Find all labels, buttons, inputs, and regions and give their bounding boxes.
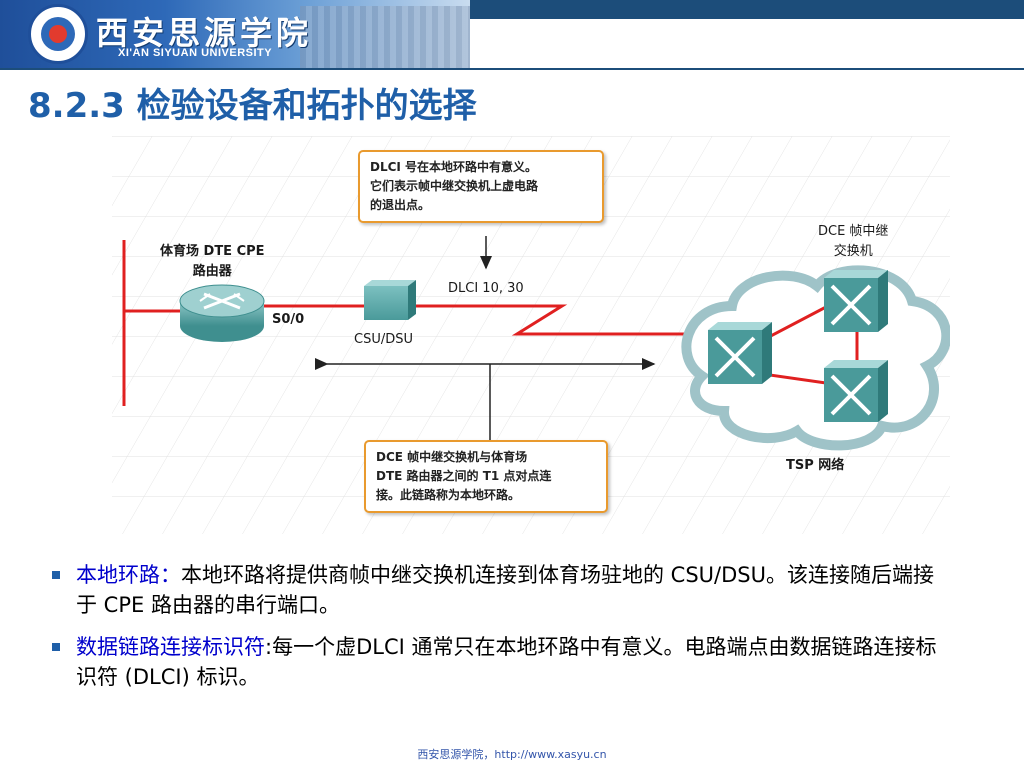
- bullet-dlci: 数据链路连接标识符:每一个虚DLCI 通常只在本地环路中有意义。电路端点由数据链…: [46, 632, 946, 692]
- bullet-text: 本地环路将提供商帧中继交换机连接到体育场驻地的 CSU/DSU。该连接随后端接于…: [76, 563, 934, 617]
- bullet-text: :每一个虚DLCI 通常只在本地环路中有意义。电路端点由数据链路连接标识符 (D…: [76, 635, 937, 689]
- bullet-square-icon: [52, 643, 60, 651]
- csu-dsu-label: CSU/DSU: [354, 332, 414, 347]
- bullet-term: 数据链路连接标识符: [76, 635, 265, 659]
- dce-switch-label: DCE 帧中继 交换机: [818, 224, 889, 259]
- dlci-label: DLCI 10, 30: [448, 281, 524, 296]
- callout-dlci: DLCI 号在本地环路中有意义。 它们表示帧中继交换机上虚电路 的退出点。: [358, 150, 604, 223]
- campus-image: [300, 6, 470, 68]
- csu-dsu-icon: [364, 280, 416, 320]
- switch-icon-bottom: [824, 360, 888, 422]
- university-name-en: XI'AN SIYUAN UNIVERSITY: [118, 47, 273, 59]
- router-icon: [179, 284, 265, 342]
- callout-local-loop: DCE 帧中继交换机与体育场 DTE 路由器之间的 T1 点对点连 接。此链路称…: [364, 440, 608, 513]
- bullet-term: 本地环路：: [76, 563, 181, 587]
- bullet-local-loop: 本地环路：本地环路将提供商帧中继交换机连接到体育场驻地的 CSU/DSU。该连接…: [46, 560, 946, 620]
- university-name-cn: 西安思源学院: [96, 14, 313, 52]
- tsp-network-label: TSP 网络: [786, 458, 845, 473]
- network-diagram: DLCI 号在本地环路中有意义。 它们表示帧中继交换机上虚电路 的退出点。 DC…: [112, 136, 950, 534]
- switch-icon-top: [824, 270, 888, 332]
- footer-text: 西安思源学院，http://www.xasyu.cn: [417, 748, 607, 761]
- university-logo: [28, 4, 88, 64]
- header-divider: [0, 68, 1024, 70]
- router-label: 体育场 DTE CPE 路由器: [160, 244, 265, 279]
- bullet-list: 本地环路：本地环路将提供商帧中继交换机连接到体育场驻地的 CSU/DSU。该连接…: [46, 560, 946, 704]
- slide-title: 8.2.3 检验设备和拓扑的选择: [28, 86, 477, 126]
- switch-icon-left: [708, 322, 772, 384]
- interface-label: S0/0: [272, 312, 305, 327]
- bullet-square-icon: [52, 571, 60, 579]
- serial-link-zigzag: [416, 304, 702, 336]
- header-bar: [470, 0, 1024, 19]
